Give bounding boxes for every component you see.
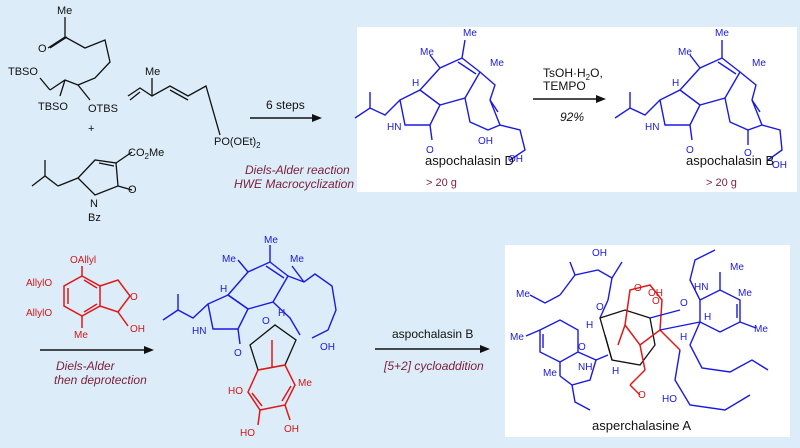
- asp-b-yield: > 20 g: [706, 177, 737, 189]
- asp-a-h-label-2: H: [612, 366, 619, 377]
- asp-d-me-label-3: Me: [490, 58, 504, 69]
- diene-me-label: Me: [74, 330, 88, 341]
- step3-below-line1: Diels-Alder: [56, 359, 116, 373]
- step2-yield: 92%: [560, 110, 584, 124]
- int-me-label-4: Me: [298, 378, 312, 389]
- co2me-label: CO2Me: [128, 147, 164, 161]
- asp-b-me-label-1: Me: [715, 28, 729, 39]
- asp-d-me-label-1: Me: [463, 28, 477, 39]
- int-h-label: H: [220, 284, 227, 295]
- asp-b-oh-label: OH: [772, 160, 787, 171]
- otbs-label: OTBS: [88, 103, 118, 115]
- step1-arrow: [250, 114, 322, 122]
- step1-below-line1: Diels-Alder reaction: [245, 163, 350, 177]
- asp-b-me-label-3: Me: [752, 58, 766, 69]
- asp-a-o-label-2: O: [634, 283, 642, 294]
- bz-label: Bz: [88, 212, 101, 224]
- step2-reagent-line2: TEMPO: [543, 79, 586, 93]
- ketone-me-label: Me: [57, 5, 72, 17]
- step3-arrow: [40, 346, 154, 354]
- asp-d-name: aspochalasin D: [425, 153, 514, 168]
- step3-below-line2: then deprotection: [54, 373, 147, 387]
- diene-me-label: Me: [145, 66, 160, 78]
- allylo-label-2: AllylO: [26, 308, 52, 319]
- red-diene-reagent: OAllyl AllylO AllylO O Me OH: [26, 255, 145, 341]
- diene-oh-label: OH: [130, 324, 145, 335]
- asp-a-me-label-5: Me: [738, 288, 752, 299]
- phosphonate-label: PO(OEt)2: [214, 136, 261, 150]
- tbso-label-2: TBSO: [38, 101, 68, 113]
- intermediate-structure: Me Me Me H HN O O OH H HO HO OH Me: [162, 235, 337, 439]
- tbso-label-1: TBSO: [8, 66, 38, 78]
- asp-a-me-label-3: Me: [543, 368, 557, 379]
- asp-a-h-label-3: H: [680, 332, 687, 343]
- step2-reagent-line1: TsOH·H2O,: [543, 66, 603, 82]
- allylo-label-1: AllylO: [26, 278, 52, 289]
- asp-a-o-label-5: O: [638, 390, 646, 401]
- step4-arrow: [375, 345, 490, 353]
- asp-d-me-label-2: Me: [420, 47, 434, 58]
- asp-d-oh-label-1: OH: [478, 136, 493, 147]
- int-ho-label-2: HO: [240, 428, 255, 439]
- diene-o-label: O: [130, 292, 138, 303]
- ketone-reactant: Me O TBSO OTBS TBSO: [8, 5, 118, 115]
- plus-sign: +: [88, 123, 94, 135]
- asperchalasine-a-structure: OH Me Me Me Me Me Me O O O O O O H H OH …: [510, 248, 769, 411]
- asp-a-o-label-6: O: [578, 342, 586, 353]
- int-o-label-2: O: [262, 316, 270, 327]
- ketone-o-label: O: [38, 43, 47, 55]
- asp-a-me-label-2: Me: [510, 332, 524, 343]
- asp-a-h-label-1: H: [586, 320, 593, 331]
- asp-d-oh-label-2: OH: [508, 154, 523, 165]
- asp-d-hn-label: HN: [387, 122, 401, 133]
- asp-d-h-label: H: [412, 78, 419, 89]
- step2-arrow: [533, 95, 606, 103]
- asp-a-me-label-1: Me: [516, 289, 530, 300]
- top-products-box: [357, 27, 797, 192]
- pyrrolinone-n-label: N: [90, 198, 98, 210]
- asp-b-me-label-2: Me: [678, 47, 692, 58]
- final-product-box: [505, 245, 790, 437]
- asp-a-me-label-4: Me: [730, 262, 744, 273]
- step1-below-line2: HWE Macrocyclization: [234, 177, 354, 191]
- int-me-label-3: Me: [290, 254, 304, 265]
- asp-a-ho-label: HO: [662, 394, 677, 405]
- asp-b-o-label-1: O: [686, 145, 694, 156]
- step1-above-label: 6 steps: [266, 98, 305, 112]
- asp-a-oh-label-1: OH: [592, 248, 607, 259]
- diene-phosphonate: Me PO(OEt)2: [127, 66, 261, 150]
- asp-b-o-label-2: O: [744, 148, 752, 159]
- asp-a-o-label-3: O: [652, 296, 660, 307]
- step4-above-label: aspochalasin B: [392, 327, 473, 341]
- oallyl-label: OAllyl: [70, 255, 96, 266]
- int-me-label-1: Me: [264, 235, 278, 246]
- int-o-label-1: O: [234, 348, 242, 359]
- asp-a-o-label-4: O: [680, 298, 688, 309]
- aspochalasin-d-structure: Me Me Me H HN O OH OH: [354, 28, 526, 165]
- asp-a-nh-label: NH: [578, 362, 592, 373]
- asp-a-me-label-6: Me: [754, 324, 768, 335]
- int-oh-label: OH: [320, 342, 335, 353]
- int-hn-label: HN: [192, 326, 206, 337]
- int-ho-label-1: HO: [228, 386, 243, 397]
- asp-a-oh-label-2: OH: [648, 288, 663, 299]
- pyrrolinone-o-label: O: [128, 184, 137, 196]
- asp-a-name: asperchalasine A: [592, 418, 691, 433]
- int-h-label-2: H: [278, 308, 285, 319]
- asp-b-h-label: H: [672, 78, 679, 89]
- asp-a-h-label-4: H: [704, 312, 711, 323]
- int-oh-label-2: OH: [284, 424, 299, 435]
- asp-b-hn-label: HN: [645, 122, 659, 133]
- asp-b-name: aspochalasin B: [686, 153, 774, 168]
- step4-below-label: [5+2] cycloaddition: [383, 359, 484, 373]
- asp-d-o-label: O: [426, 145, 434, 156]
- asp-a-o-label-1: O: [596, 302, 604, 313]
- aspochalasin-b-structure: Me Me Me H HN O O OH: [614, 28, 787, 171]
- int-me-label-2: Me: [222, 254, 236, 265]
- asp-d-yield: > 20 g: [426, 177, 457, 189]
- pyrrolinone-reactant: CO2Me N Bz O: [31, 147, 164, 224]
- asp-a-hn-label: HN: [694, 282, 708, 293]
